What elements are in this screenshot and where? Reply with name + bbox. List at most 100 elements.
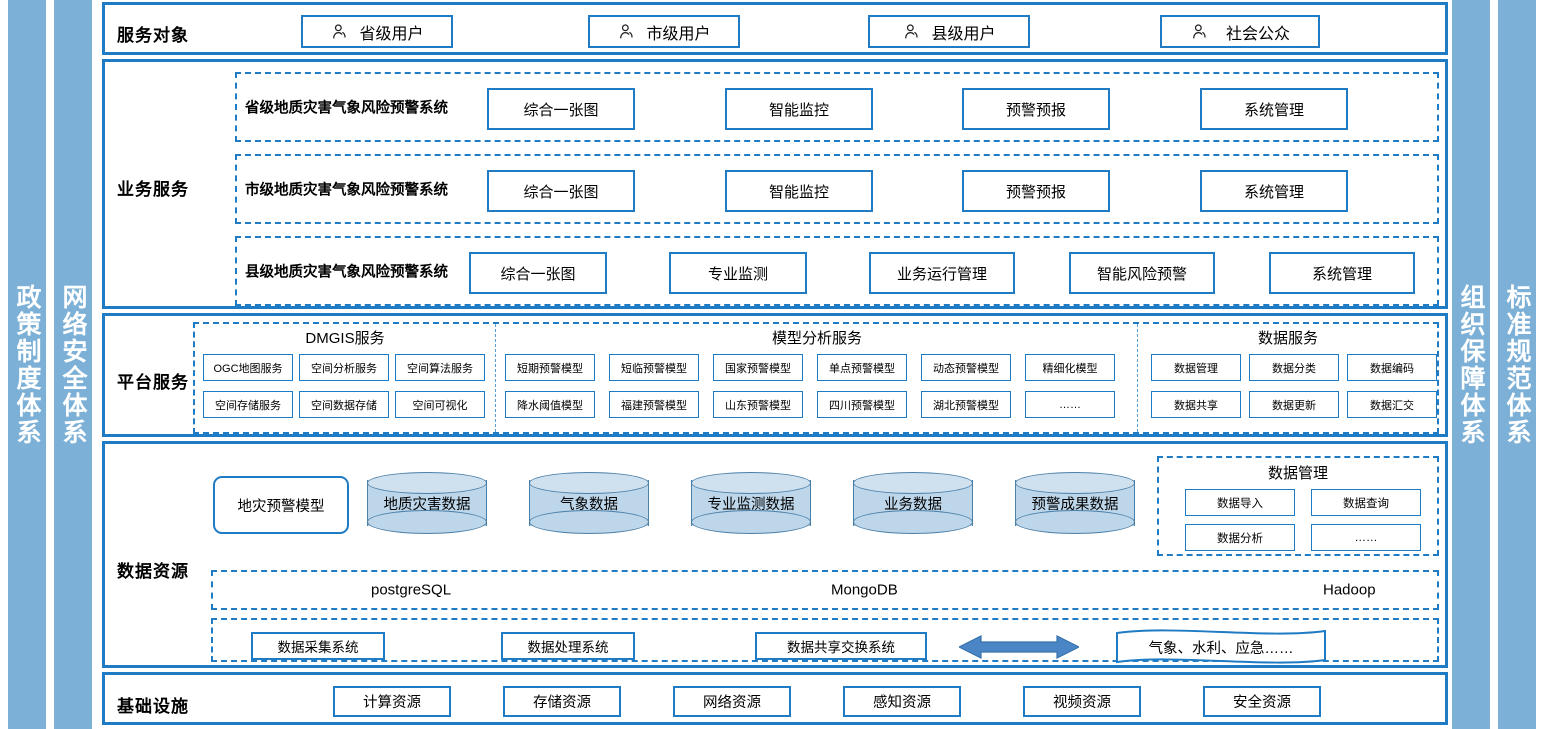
side-band-policy-label: 政策制度体系	[13, 283, 41, 446]
cylinder-business-data-label: 业务数据	[884, 496, 942, 513]
panel-infrastructure-label: 基础设施	[117, 697, 189, 716]
business-row-county: 县级地质灾害气象风险预警系统 综合一张图 专业监测 业务运行管理 智能风险预警 …	[235, 236, 1439, 306]
platform-group-dmgis-title: DMGIS服务	[305, 330, 385, 347]
pipeline-exchange-system[interactable]: 数据共享交换系统	[755, 632, 927, 660]
audience-item-public[interactable]: 社会公众	[1160, 15, 1320, 48]
platform-dmgis-cell-4[interactable]: 空间数据存储	[299, 391, 389, 418]
platform-model-cell-6[interactable]: 降水阈值模型	[505, 391, 595, 418]
panel-data-resources: 数据资源 地灾预警模型 地质灾害数据 气象数据 专业监测数据	[102, 441, 1448, 668]
audience-item-provincial-label: 省级用户	[359, 25, 424, 43]
platform-dmgis-cell-3[interactable]: 空间存储服务	[203, 391, 293, 418]
platform-model-cell-8[interactable]: 山东预警模型	[713, 391, 803, 418]
platform-dmgis-cell-5[interactable]: 空间可视化	[395, 391, 485, 418]
platform-group-data-services: 数据服务 数据管理 数据分类 数据编码 数据共享 数据更新 数据汇交	[1139, 324, 1437, 432]
platform-data-cell-5[interactable]: 数据汇交	[1347, 391, 1437, 418]
person-icon	[617, 22, 637, 42]
business-row-provincial: 省级地质灾害气象风险预警系统 综合一张图 智能监控 预警预报 系统管理	[235, 72, 1439, 142]
cylinder-warning-result-data[interactable]: 预警成果数据	[1015, 472, 1135, 534]
infrastructure-item-network[interactable]: 网络资源	[673, 686, 791, 717]
cylinder-bottom	[1015, 510, 1135, 534]
platform-data-cell-2[interactable]: 数据编码	[1347, 354, 1437, 381]
platform-model-cell-2[interactable]: 国家预警模型	[713, 354, 803, 381]
pipeline-processing-system[interactable]: 数据处理系统	[501, 632, 635, 660]
platform-model-cell-1[interactable]: 短临预警模型	[609, 354, 699, 381]
platform-model-cell-4[interactable]: 动态预警模型	[921, 354, 1011, 381]
cylinder-geohazard-data[interactable]: 地质灾害数据	[367, 472, 487, 534]
database-row: postgreSQL MongoDB Hadoop	[211, 570, 1439, 610]
business-municipal-item-2[interactable]: 预警预报	[962, 170, 1110, 212]
platform-group-dmgis: DMGIS服务 OGC地图服务 空间分析服务 空间算法服务 空间存储服务 空间数…	[195, 324, 496, 432]
business-provincial-item-0[interactable]: 综合一张图	[487, 88, 635, 130]
infrastructure-item-security[interactable]: 安全资源	[1203, 686, 1321, 717]
cylinder-bottom	[691, 510, 811, 534]
business-county-item-4[interactable]: 系统管理	[1269, 252, 1415, 294]
platform-data-cell-3[interactable]: 数据共享	[1151, 391, 1241, 418]
platform-data-cell-1[interactable]: 数据分类	[1249, 354, 1339, 381]
business-county-item-3[interactable]: 智能风险预警	[1069, 252, 1215, 294]
cylinder-geohazard-data-label: 地质灾害数据	[383, 496, 471, 513]
data-management-item-0[interactable]: 数据导入	[1185, 489, 1295, 516]
business-municipal-item-1[interactable]: 智能监控	[725, 170, 873, 212]
pipeline-collection-system[interactable]: 数据采集系统	[251, 632, 385, 660]
person-icon	[902, 22, 922, 42]
data-management-title: 数据管理	[1267, 465, 1328, 482]
business-county-item-0[interactable]: 综合一张图	[469, 252, 607, 294]
platform-groups-container: DMGIS服务 OGC地图服务 空间分析服务 空间算法服务 空间存储服务 空间数…	[193, 322, 1439, 434]
platform-model-cell-9[interactable]: 四川预警模型	[817, 391, 907, 418]
business-county-item-2[interactable]: 业务运行管理	[869, 252, 1015, 294]
business-municipal-item-0[interactable]: 综合一张图	[487, 170, 635, 212]
side-band-network-security: 网络安全体系	[54, 0, 92, 729]
business-provincial-item-1[interactable]: 智能监控	[725, 88, 873, 130]
platform-group-data-services-title: 数据服务	[1257, 330, 1318, 347]
platform-model-cell-7[interactable]: 福建预警模型	[609, 391, 699, 418]
business-county-item-1[interactable]: 专业监测	[669, 252, 807, 294]
platform-model-cell-0[interactable]: 短期预警模型	[505, 354, 595, 381]
platform-model-cell-11[interactable]: ……	[1025, 391, 1115, 418]
side-band-standards-label: 标准规范体系	[1503, 283, 1531, 446]
platform-data-cell-4[interactable]: 数据更新	[1249, 391, 1339, 418]
platform-dmgis-cell-2[interactable]: 空间算法服务	[395, 354, 485, 381]
panel-data-resources-label: 数据资源	[117, 562, 189, 581]
audience-item-municipal[interactable]: 市级用户	[588, 15, 740, 48]
audience-item-county-label: 县级用户	[931, 25, 996, 43]
external-agencies-banner: 气象、水利、应急……	[1113, 627, 1329, 667]
cylinder-business-data[interactable]: 业务数据	[853, 472, 973, 534]
side-band-policy: 政策制度体系	[8, 0, 46, 729]
cylinder-warning-result-data-label: 预警成果数据	[1031, 496, 1119, 513]
cylinder-top	[529, 472, 649, 494]
cylinder-bottom	[367, 510, 487, 534]
infrastructure-item-sensing[interactable]: 感知资源	[843, 686, 961, 717]
infrastructure-item-compute[interactable]: 计算资源	[333, 686, 451, 717]
data-management-group: 数据管理 数据导入 数据查询 数据分析 ……	[1157, 456, 1439, 556]
platform-model-cell-10[interactable]: 湖北预警模型	[921, 391, 1011, 418]
audience-item-provincial[interactable]: 省级用户	[301, 15, 453, 48]
business-provincial-item-2[interactable]: 预警预报	[962, 88, 1110, 130]
platform-dmgis-cell-1[interactable]: 空间分析服务	[299, 354, 389, 381]
platform-dmgis-cell-0[interactable]: OGC地图服务	[203, 354, 293, 381]
platform-model-cell-5[interactable]: 精细化模型	[1025, 354, 1115, 381]
platform-model-cell-3[interactable]: 单点预警模型	[817, 354, 907, 381]
person-icon	[1190, 22, 1210, 42]
infrastructure-item-video[interactable]: 视频资源	[1023, 686, 1141, 717]
data-model-box[interactable]: 地灾预警模型	[213, 476, 349, 534]
data-management-item-2[interactable]: 数据分析	[1185, 524, 1295, 551]
cylinder-bottom	[853, 510, 973, 534]
cylinder-meteorological-data[interactable]: 气象数据	[529, 472, 649, 534]
side-band-standards: 标准规范体系	[1498, 0, 1536, 729]
business-row-municipal-title: 市级地质灾害气象风险预警系统	[245, 182, 448, 199]
cylinder-professional-monitoring-data-label: 专业监测数据	[707, 496, 795, 513]
business-provincial-item-3[interactable]: 系统管理	[1200, 88, 1348, 130]
platform-group-model-analysis: 模型分析服务 短期预警模型 短临预警模型 国家预警模型 单点预警模型 动态预警模…	[497, 324, 1138, 432]
audience-item-county[interactable]: 县级用户	[868, 15, 1030, 48]
cylinder-top	[691, 472, 811, 494]
data-management-item-3[interactable]: ……	[1311, 524, 1421, 551]
platform-data-cell-0[interactable]: 数据管理	[1151, 354, 1241, 381]
panel-service-audience: 服务对象 省级用户 市级用户 县级用户	[102, 2, 1448, 55]
cylinder-professional-monitoring-data[interactable]: 专业监测数据	[691, 472, 811, 534]
external-agencies-label: 气象、水利、应急……	[1148, 640, 1294, 657]
infrastructure-item-storage[interactable]: 存储资源	[503, 686, 621, 717]
business-municipal-item-3[interactable]: 系统管理	[1200, 170, 1348, 212]
double-arrow-icon	[957, 634, 1081, 660]
data-management-item-1[interactable]: 数据查询	[1311, 489, 1421, 516]
